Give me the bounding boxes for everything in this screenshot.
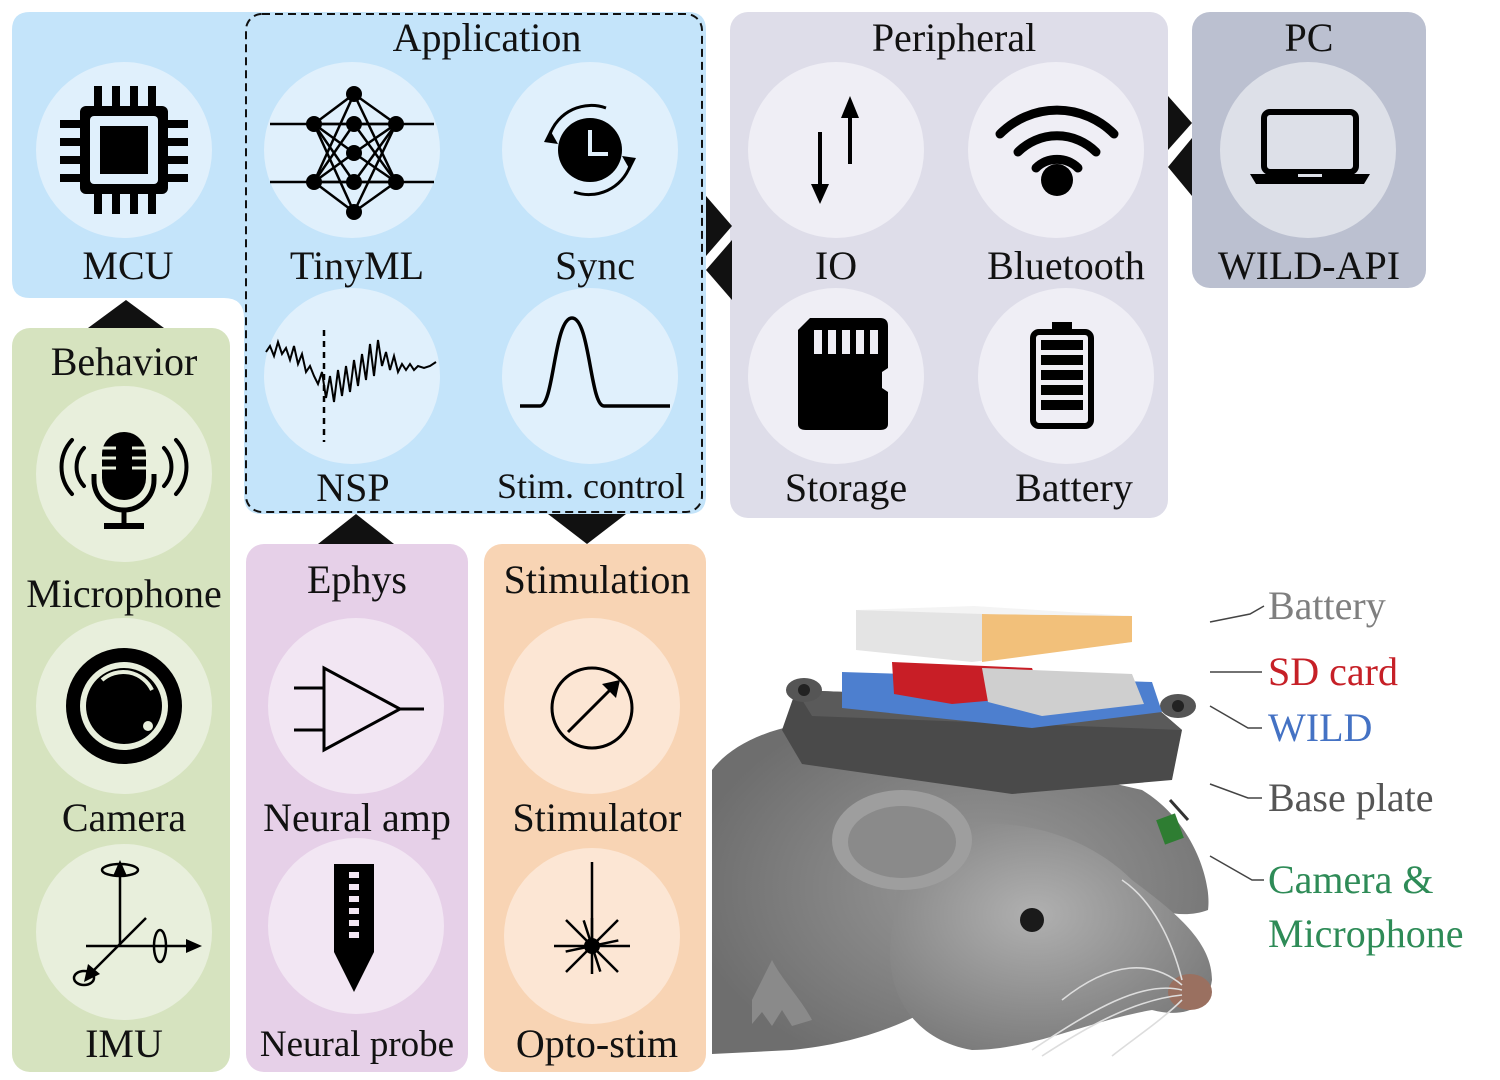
peripheral-title: Peripheral: [871, 15, 1037, 60]
sd-holder: [982, 668, 1144, 716]
tinyml-label: TinyML: [289, 243, 425, 288]
mouse-eye: [1020, 908, 1044, 932]
storage-label: Storage: [784, 465, 908, 510]
callout-microphone: Microphone: [1268, 911, 1464, 956]
application-title: Application: [392, 15, 582, 60]
laser-icon: [554, 862, 630, 974]
neural-amp-circle: [268, 618, 444, 794]
nsp-label: NSP: [316, 465, 390, 510]
bluetooth-label: Bluetooth: [987, 243, 1145, 288]
laptop-icon: [1250, 109, 1370, 184]
neural-probe-label: Neural probe: [259, 1024, 455, 1065]
pc-circle: [1220, 62, 1396, 238]
ephys-to-nsp-arrow: [318, 514, 394, 544]
battery-label: Battery: [1015, 465, 1133, 510]
wild-api-label: WILD-API: [1217, 243, 1401, 288]
neural-amp-label: Neural amp: [263, 795, 451, 840]
stimcontrol-label: Stim. control: [497, 466, 685, 506]
stimcontrol-to-stimulation-arrow: [548, 514, 626, 544]
application-to-peripheral-arrow: [706, 196, 732, 256]
probe-icon: [334, 864, 374, 992]
stimulator-icon: [550, 666, 634, 750]
signal-waveform-icon: [265, 330, 437, 442]
neural-network-icon: [270, 86, 434, 220]
callout-sd-card: SD card: [1268, 649, 1398, 694]
mouse-device-render: [712, 606, 1212, 1057]
io-arrows-icon: [811, 96, 859, 204]
peripheral-to-pc-arrow: [1168, 96, 1192, 150]
callout-battery: Battery: [1268, 583, 1386, 628]
pc-to-peripheral-arrow: [1168, 138, 1192, 196]
callout-wild: WILD: [1268, 705, 1373, 750]
camera-lens-icon: [66, 648, 182, 764]
microphone-icon: [59, 432, 189, 529]
imu-label: IMU: [85, 1021, 163, 1066]
mouse-paw: [752, 960, 812, 1026]
callout-base-plate: Base plate: [1268, 775, 1434, 820]
imu-axes-icon: [72, 860, 202, 987]
callout-camera: Camera &: [1268, 857, 1434, 902]
peripheral-to-application-arrow: [706, 240, 732, 300]
stimulator-label: Stimulator: [512, 795, 682, 840]
behavior-to-mcu-arrow: [88, 300, 164, 328]
io-circle: [748, 62, 924, 238]
stimulation-title: Stimulation: [503, 557, 691, 602]
ephys-title: Ephys: [307, 557, 407, 602]
amplifier-icon: [294, 665, 424, 753]
camera-module: [1156, 813, 1184, 845]
opto-stim-label: Opto-stim: [515, 1021, 679, 1066]
bluetooth-circle: [968, 62, 1144, 238]
application-dashed-border: [245, 13, 703, 513]
stimcontrol-circle: [502, 288, 678, 464]
sd-card-icon: [798, 318, 888, 430]
io-label: IO: [814, 243, 858, 288]
camera-label: Camera: [61, 795, 187, 840]
mouse-head: [890, 823, 1212, 1050]
clock-sync-icon: [544, 103, 636, 197]
pc-title: PC: [1284, 15, 1334, 60]
battery-icon: [1030, 322, 1094, 429]
wireless-icon: [995, 105, 1119, 196]
microphone-label: Microphone: [26, 571, 222, 616]
mcu-label: MCU: [82, 243, 174, 288]
pulse-icon: [520, 316, 670, 408]
chip-icon: [60, 86, 188, 214]
behavior-title: Behavior: [50, 339, 198, 384]
sync-label: Sync: [555, 243, 635, 288]
